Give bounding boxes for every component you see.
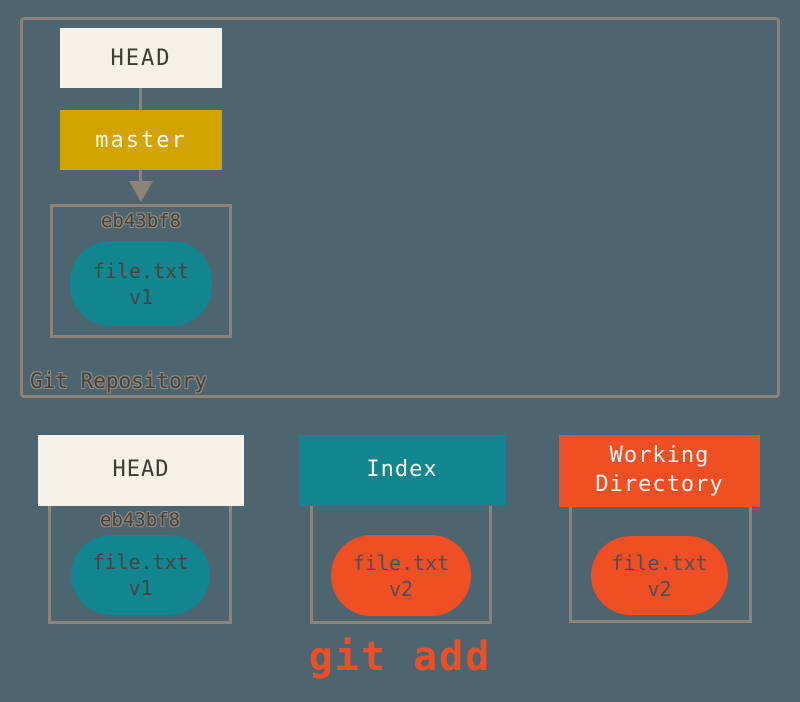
head-column-header: HEAD: [38, 435, 244, 506]
file-name: file.txt: [92, 550, 189, 574]
file-version: v2: [647, 576, 672, 601]
file-blob-v1-head: file.txt v1: [71, 535, 210, 615]
commit-hash: eb43bf8: [100, 210, 182, 232]
file-name: file.txt: [611, 550, 708, 575]
file-blob-v1-repo: file.txt v1: [70, 241, 212, 326]
file-version: v2: [388, 576, 414, 601]
head-ref-box: HEAD: [60, 28, 222, 88]
file-version: v1: [128, 576, 153, 600]
arrow-down-icon: [129, 181, 153, 202]
working-directory-column-header: Working Directory: [559, 435, 760, 507]
index-column-label: Index: [366, 457, 438, 483]
git-add-command-label: git add: [308, 634, 492, 680]
working-directory-column-label: Working Directory: [595, 443, 724, 497]
head-to-master-connector: [139, 88, 142, 110]
head-column-label: HEAD: [112, 457, 170, 483]
file-name: file.txt: [92, 258, 190, 283]
file-version: v1: [128, 284, 154, 309]
master-branch-label: master: [95, 127, 187, 153]
commit-box: [50, 204, 232, 338]
git-repository-container: [20, 17, 780, 398]
index-column-header: Index: [299, 435, 505, 506]
file-name: file.txt: [352, 550, 450, 575]
file-blob-v2-index: file.txt v2: [331, 535, 471, 616]
master-branch-box: master: [60, 110, 222, 170]
head-ref-label: HEAD: [110, 45, 172, 71]
head-snapshot-hash: eb43bf8: [99, 509, 181, 531]
git-repository-label: Git Repository: [30, 369, 208, 393]
file-blob-v2-working-directory: file.txt v2: [591, 536, 728, 615]
